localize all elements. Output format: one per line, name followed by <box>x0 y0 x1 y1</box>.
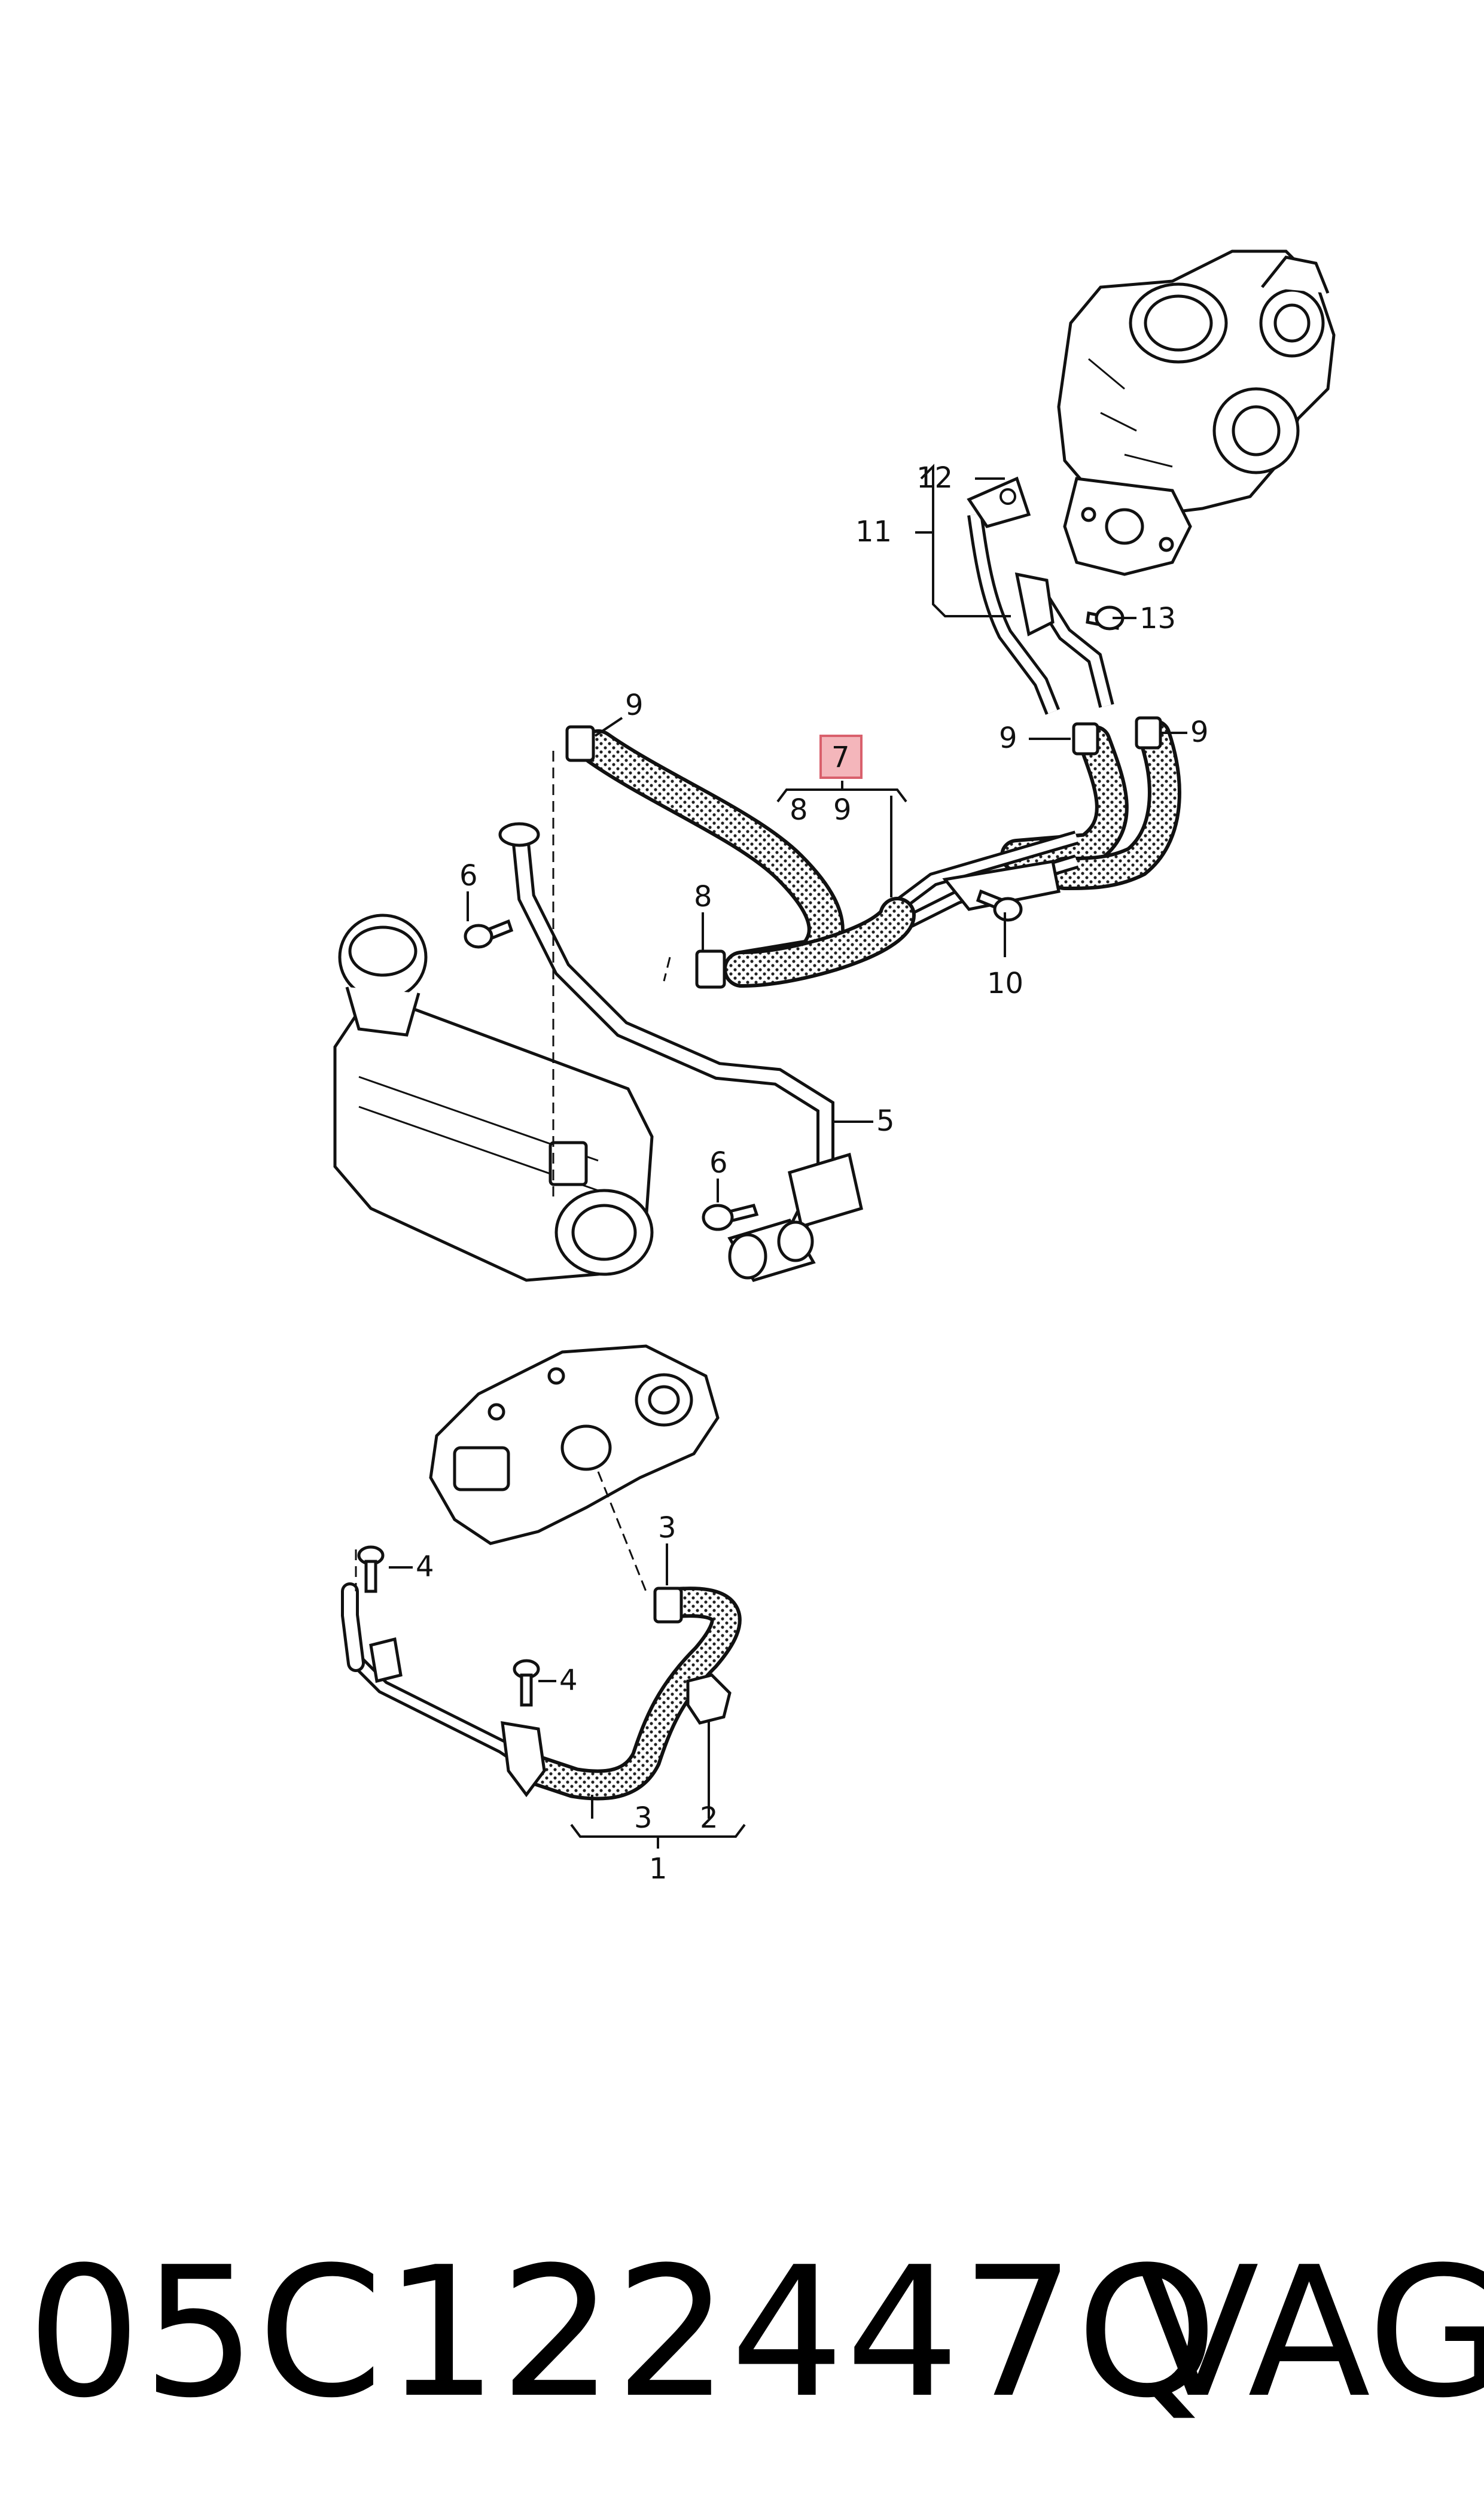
callout-5: 5 <box>876 1104 895 1138</box>
callout-9-top: 9 <box>625 689 644 722</box>
turbocharger <box>1057 249 1336 576</box>
coolant-hose-upper <box>580 729 845 988</box>
oil-feed-pipe <box>967 476 1114 715</box>
hose-connectors <box>369 1587 732 1798</box>
callout-8: 8 <box>694 880 712 914</box>
part-number: 05C122447Q <box>27 2228 1219 2437</box>
bolt-10-icon <box>976 889 1023 922</box>
callout-3-lower: 3 <box>634 1801 653 1835</box>
callout-3-upper: 3 <box>658 1511 677 1545</box>
callout-13: 13 <box>1139 602 1176 635</box>
coolant-pump-housing <box>429 1344 720 1545</box>
callout-11: 11 <box>855 515 892 549</box>
bolt-13-icon <box>1086 605 1125 631</box>
callout-9-bracket: 9 <box>833 793 852 827</box>
callout-7: 7 <box>831 741 850 774</box>
egr-cooler <box>333 914 654 1282</box>
highlight-box-7 <box>819 735 863 779</box>
callout-1: 1 <box>649 1852 668 1886</box>
bolt-4-icon <box>357 1545 540 1707</box>
callout-4-lower: 4 <box>559 1664 578 1697</box>
exploded-parts-diagram: 12 11 13 9 9 9 7 8 9 8 10 6 5 6 3 4 4 3 … <box>333 249 1336 1886</box>
coolant-hose-lower <box>723 897 916 988</box>
coolant-hose-3 <box>523 1587 742 1801</box>
callout-4-upper: 4 <box>416 1550 434 1584</box>
callout-6-lower: 6 <box>709 1146 728 1180</box>
bolt-6-icon <box>464 919 759 1231</box>
callout-8-bracket: 8 <box>790 793 808 827</box>
coolant-hose-right-a <box>1000 719 1181 890</box>
callout-2: 2 <box>700 1801 718 1835</box>
brand-label: VAG <box>1136 2228 1484 2437</box>
callout-labels: 12 11 13 9 9 9 7 8 9 8 10 6 5 6 3 4 4 3 … <box>416 461 1209 1886</box>
hose-clamp-icons <box>565 716 1162 989</box>
callout-9-right-a: 9 <box>999 721 1017 755</box>
coolant-pipe-5 <box>498 822 834 1241</box>
alignment-lines <box>355 751 671 1592</box>
pipe-flange-5 <box>727 1152 863 1282</box>
callout-12: 12 <box>916 461 953 495</box>
callout-9-right-b: 9 <box>1190 715 1209 749</box>
callout-10: 10 <box>987 967 1023 1000</box>
callout-6-upper: 6 <box>459 859 478 893</box>
leader-lines <box>389 464 1187 1849</box>
